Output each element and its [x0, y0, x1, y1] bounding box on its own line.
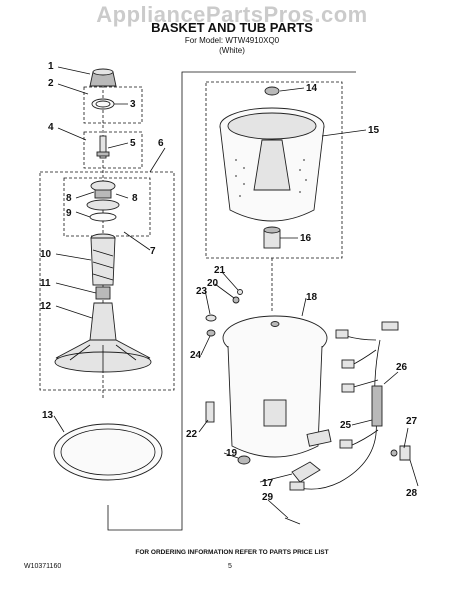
outer-tub-part [222, 315, 328, 458]
watermark: AppliancePartsPros.com [96, 2, 368, 27]
group-box-6 [39, 171, 175, 391]
agitator-dogs-part [86, 180, 120, 211]
callout-25: 25 [340, 420, 352, 431]
callout-6: 6 [158, 138, 164, 149]
callout-5: 5 [130, 138, 136, 149]
pin-part [205, 401, 215, 423]
wire-harness-part [289, 321, 399, 491]
bearing-part [95, 286, 111, 300]
callout-8-right: 8 [132, 193, 138, 204]
group-box-15 [205, 81, 343, 259]
callout-21: 21 [214, 265, 226, 276]
callout-29: 29 [262, 492, 274, 503]
drive-hub-part [263, 226, 281, 249]
callout-16: 16 [300, 233, 312, 244]
callout-13: 13 [42, 410, 54, 421]
agitator-cap-part [89, 68, 117, 87]
callout-10: 10 [40, 249, 52, 260]
callout-11: 11 [40, 278, 51, 289]
callout-18: 18 [306, 292, 318, 303]
ordering-note: FOR ORDERING INFORMATION REFER TO PARTS … [135, 549, 329, 556]
page-title: BASKET AND TUB PARTS [151, 20, 313, 35]
document-number: W10371160 [24, 563, 62, 570]
group-box-4 [83, 131, 143, 169]
wash-basket-part [219, 107, 325, 222]
clip-part [205, 314, 217, 322]
callout-9: 9 [66, 208, 72, 219]
nut-part [264, 86, 280, 96]
screw-part [232, 296, 240, 304]
callout-20: 20 [207, 278, 219, 289]
callout-7: 7 [150, 246, 156, 257]
tub-seal-part [237, 455, 251, 465]
callout-15: 15 [368, 125, 380, 136]
callout-8-left: 8 [66, 193, 72, 204]
harness-clip-part [390, 449, 398, 457]
agitator-bolt-part [96, 135, 110, 159]
callout-3: 3 [130, 99, 136, 110]
callout-27: 27 [406, 416, 418, 427]
tub-ring-part [53, 423, 163, 481]
page-number: 5 [228, 563, 232, 570]
color-variant: (White) [219, 46, 245, 55]
callout-12: 12 [40, 301, 52, 312]
harness-clamp-part [399, 445, 411, 461]
agitator-base-part [54, 302, 152, 373]
callout-19: 19 [226, 448, 238, 459]
callout-22: 22 [186, 429, 198, 440]
callout-23: 23 [196, 286, 208, 297]
callout-2: 2 [48, 78, 54, 89]
callout-14: 14 [306, 83, 318, 94]
connector-frame [107, 71, 200, 531]
washer-part [237, 289, 243, 295]
callout-24: 24 [190, 350, 202, 361]
callout-17: 17 [262, 478, 274, 489]
tie-strap-part [284, 517, 301, 525]
group-box-2 [83, 86, 143, 124]
bracket-part [291, 461, 321, 483]
callout-1: 1 [48, 61, 54, 72]
model-number: For Model: WTW4910XQ0 [184, 36, 280, 45]
callout-26: 26 [396, 362, 408, 373]
cam-part [89, 212, 117, 222]
callout-4: 4 [48, 122, 54, 133]
auger-part [90, 233, 116, 286]
grommet-part [206, 329, 216, 337]
callout-28: 28 [406, 488, 418, 499]
